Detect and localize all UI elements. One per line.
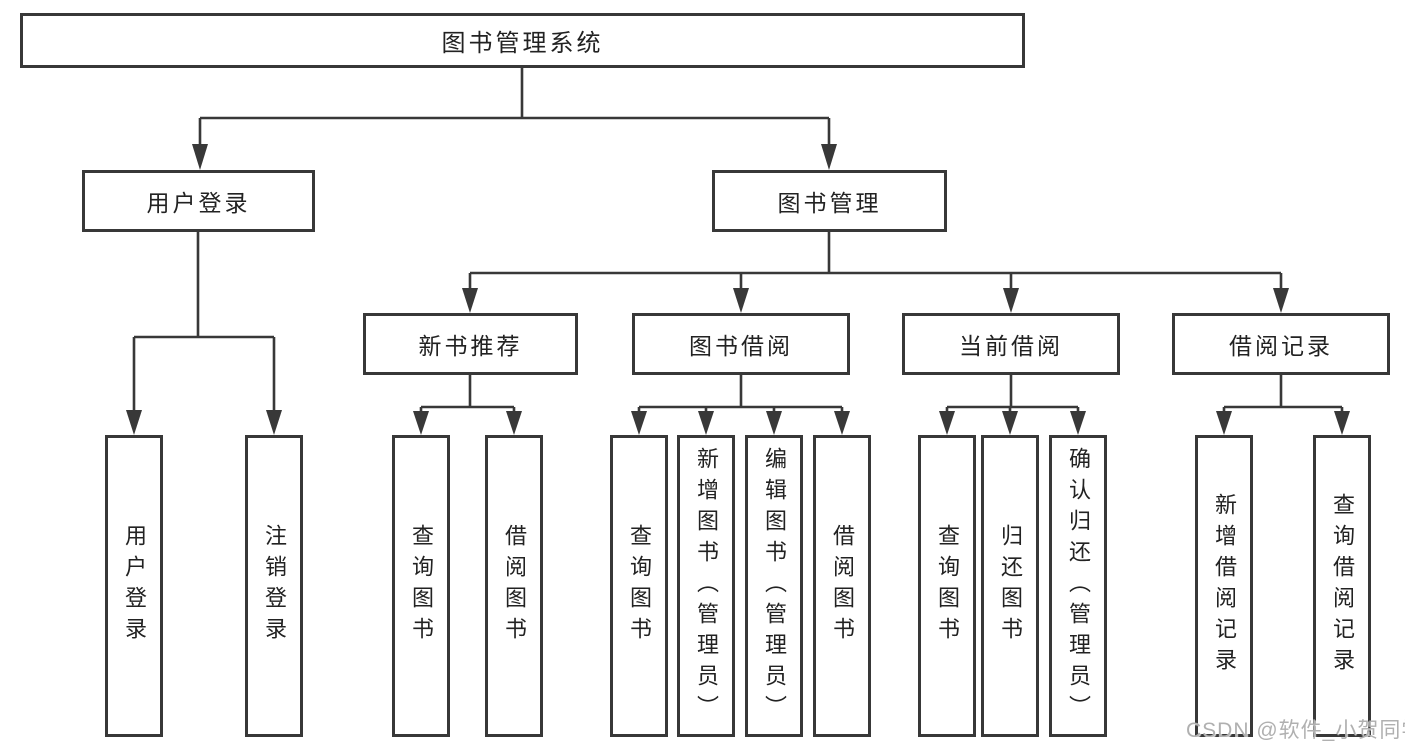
- leaf-nb-query-books-label: 查询图书: [409, 524, 434, 648]
- leaf-cb-confirm-return-admin-label: 确认归还（管理员）: [1066, 446, 1091, 726]
- leaf-cb-confirm-return-admin: 确认归还（管理员）: [1049, 435, 1107, 737]
- leaf-user-login: 用户登录: [105, 435, 163, 737]
- leaf-bb-add-books-admin-label: 新增图书（管理员）: [694, 446, 719, 726]
- leaf-br-query-record-label: 查询借阅记录: [1330, 493, 1355, 679]
- leaf-nb-borrow-books-label: 借阅图书: [502, 524, 527, 648]
- leaf-br-add-record: 新增借阅记录: [1195, 435, 1253, 737]
- leaf-bb-query-books: 查询图书: [610, 435, 668, 737]
- node-borrow-records: 借阅记录: [1172, 313, 1390, 375]
- leaf-nb-query-books: 查询图书: [392, 435, 450, 737]
- leaf-logout: 注销登录: [245, 435, 303, 737]
- leaf-cb-return-books-label: 归还图书: [998, 524, 1023, 648]
- leaf-nb-borrow-books: 借阅图书: [485, 435, 543, 737]
- leaf-cb-query-books: 查询图书: [918, 435, 976, 737]
- leaf-cb-query-books-label: 查询图书: [935, 524, 960, 648]
- node-user-login: 用户登录: [82, 170, 315, 232]
- leaf-bb-query-books-label: 查询图书: [627, 524, 652, 648]
- node-current-borrow: 当前借阅: [902, 313, 1120, 375]
- leaf-bb-edit-books-admin: 编辑图书（管理员）: [745, 435, 803, 737]
- leaf-br-query-record: 查询借阅记录: [1313, 435, 1371, 737]
- leaf-br-add-record-label: 新增借阅记录: [1212, 493, 1237, 679]
- leaf-bb-borrow-books: 借阅图书: [813, 435, 871, 737]
- leaf-bb-edit-books-admin-label: 编辑图书（管理员）: [762, 446, 787, 726]
- watermark: CSDN @软件_小贺同学: [1186, 719, 1405, 742]
- leaf-user-login-label: 用户登录: [122, 524, 147, 648]
- node-book-management: 图书管理: [712, 170, 947, 232]
- leaf-bb-add-books-admin: 新增图书（管理员）: [677, 435, 735, 737]
- leaf-logout-label: 注销登录: [262, 524, 287, 648]
- node-book-borrow: 图书借阅: [632, 313, 850, 375]
- leaf-cb-return-books: 归还图书: [981, 435, 1039, 737]
- node-new-book-recommend: 新书推荐: [363, 313, 578, 375]
- node-library-management-system: 图书管理系统: [20, 13, 1025, 68]
- leaf-bb-borrow-books-label: 借阅图书: [830, 524, 855, 648]
